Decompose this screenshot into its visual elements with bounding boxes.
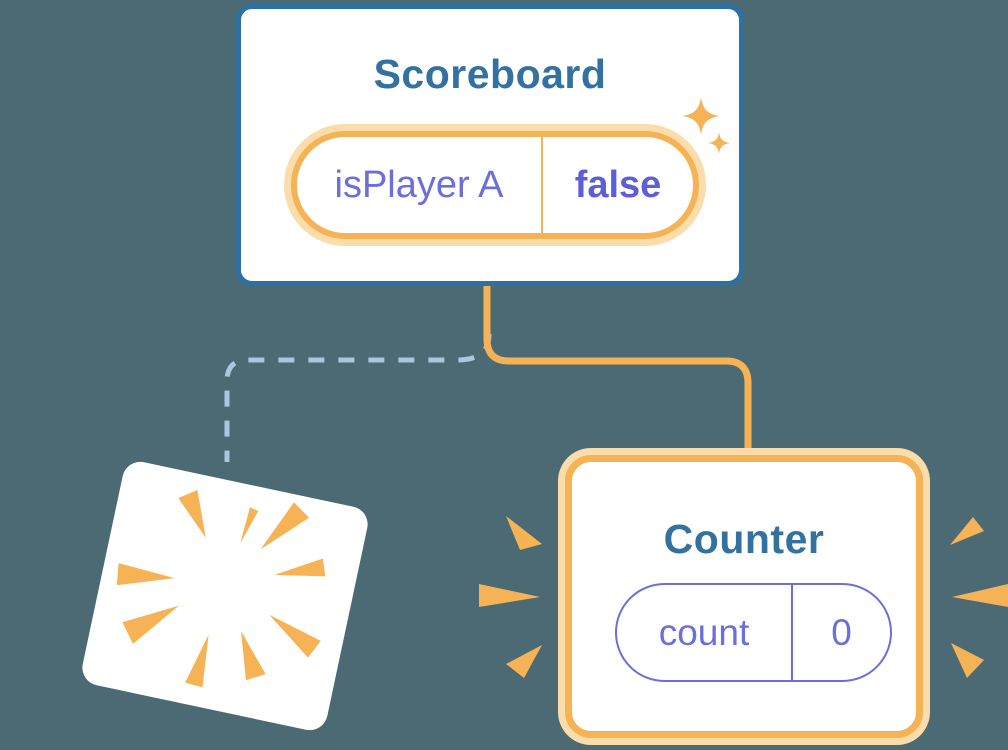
scoreboard-title: Scoreboard [373, 51, 607, 97]
emphasis-marks-right [950, 517, 1008, 678]
state-value: false [574, 163, 662, 206]
counter-card: Counter count 0 [565, 455, 923, 738]
counter-title: Counter [663, 516, 825, 562]
scoreboard-card: Scoreboard isPlayer A false [236, 4, 744, 286]
emphasis-marks-left [479, 516, 542, 678]
scoreboard-state-pill: isPlayer A false [291, 131, 699, 239]
state-label: count [658, 611, 750, 653]
counter-state-pill: count 0 [615, 583, 892, 682]
state-value: 0 [831, 611, 852, 653]
solid-connector [483, 283, 752, 453]
pill-divider [541, 137, 543, 233]
dashed-connector [224, 333, 492, 462]
burst-icon [116, 489, 326, 688]
destroyed-card [79, 458, 371, 734]
pill-divider [791, 585, 793, 680]
state-label: isPlayer A [334, 163, 504, 206]
